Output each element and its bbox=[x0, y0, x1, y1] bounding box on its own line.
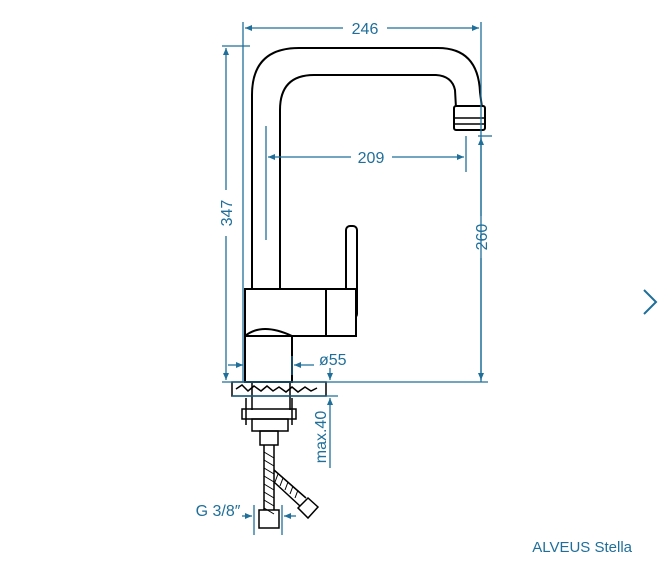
supply-hose-straight bbox=[263, 445, 275, 510]
supply-hose-angled bbox=[273, 469, 307, 507]
dimension-counter-thickness-label: max.40 bbox=[313, 411, 330, 464]
hose-connector bbox=[259, 430, 279, 446]
base-column bbox=[244, 336, 293, 383]
product-name-caption: ALVEUS Stella bbox=[532, 539, 632, 556]
dimension-lines bbox=[222, 22, 492, 535]
spout-outer bbox=[251, 47, 483, 290]
dimension-height-label: 347 bbox=[219, 200, 236, 227]
mounting-plate bbox=[241, 408, 297, 420]
dimension-spout-height-label: 260 bbox=[474, 224, 491, 251]
spout-inner bbox=[279, 74, 457, 290]
hose-fitting-straight bbox=[258, 509, 280, 529]
dimension-connection-label: G 3/8″ bbox=[196, 503, 241, 520]
faucet-body bbox=[231, 47, 486, 529]
dimension-base-diameter-label: ø55 bbox=[319, 352, 347, 369]
dimension-reach-label: 209 bbox=[358, 150, 385, 167]
chevron-right-icon bbox=[643, 289, 658, 315]
dimension-width-label: 246 bbox=[352, 21, 379, 38]
mounting-nut bbox=[251, 418, 289, 432]
cartridge-cap bbox=[325, 288, 357, 337]
hose-fitting-angled bbox=[296, 496, 320, 520]
next-image-button[interactable] bbox=[636, 285, 666, 319]
